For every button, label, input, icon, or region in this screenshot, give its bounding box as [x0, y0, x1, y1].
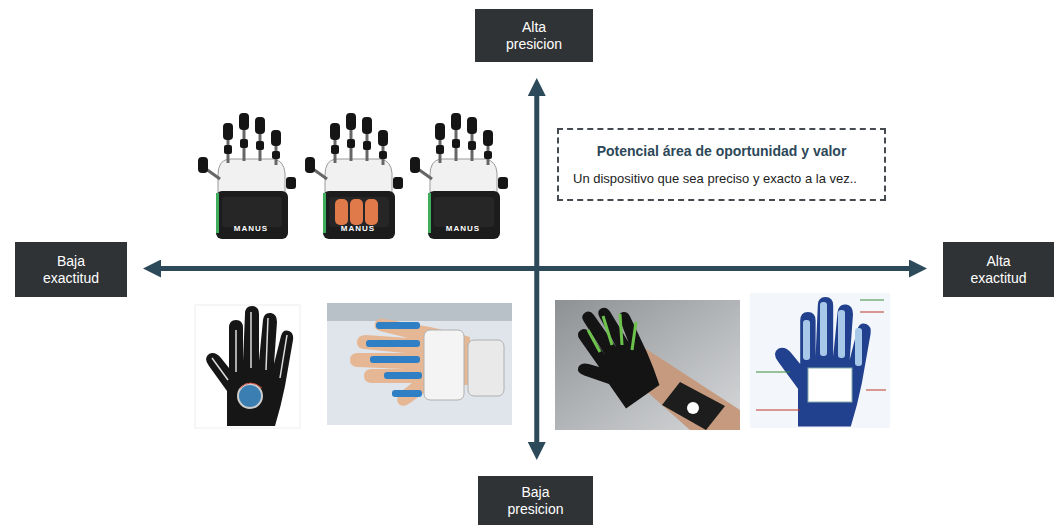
- flex-sensor-hand-diagram-part: [866, 390, 886, 391]
- sensor-glove-photo-part: [266, 318, 268, 370]
- exoskeleton-glove-part-part: [335, 199, 348, 225]
- exoskeleton-hand-photo-part: [327, 303, 512, 425]
- flex-sensor-hand-diagram-part: [860, 312, 884, 313]
- axis-label: Baja presicion: [494, 484, 578, 518]
- brand-label: MANUS: [435, 224, 491, 234]
- arm-glove-photo-part: [632, 322, 636, 350]
- sensor-glove-photo-part: [240, 383, 262, 388]
- exoskeleton-hand-photo-part: [424, 330, 464, 400]
- exoskeleton-hand-photo: [327, 303, 512, 425]
- exoskeleton-hand-photo-part: [350, 319, 470, 406]
- axis-label-box: Baja exactitud: [15, 242, 127, 297]
- callout-body: Un dispositivo que sea preciso y exacto …: [573, 170, 870, 187]
- sensor-glove-photo-part: [238, 384, 262, 408]
- brand-label: MANUS: [330, 224, 386, 234]
- exoskeleton-hand-photo-part: [392, 390, 422, 397]
- exoskeleton-glove-part: [198, 113, 296, 239]
- exoskeleton-hand-photo-part: [376, 322, 420, 329]
- exoskeleton-glove-part: [335, 199, 378, 225]
- exoskeleton-glove-part-part: [365, 199, 378, 225]
- axis-label: Baja exactitud: [29, 253, 113, 287]
- arm-glove-photo-part: [588, 330, 600, 352]
- axis-label: Alta presicion: [492, 19, 576, 53]
- flex-sensor-hand-diagram-part: [838, 310, 845, 358]
- flex-sensor-hand-diagram-part: [750, 293, 890, 428]
- axis-label: Alta exactitud: [957, 253, 1041, 287]
- exoskeleton-glove-part-part: [350, 199, 363, 225]
- flex-sensor-hand-diagram-part: [775, 297, 871, 427]
- axis-arrow: [152, 266, 918, 271]
- exoskeleton-hand-photo-part: [370, 356, 420, 363]
- sensor-glove-photo-part: [212, 358, 228, 380]
- exoskeleton-glove-part: [305, 113, 403, 239]
- exoskeleton-hand-photo-part: [366, 340, 420, 347]
- exoskeleton-hand-photo-part: [327, 303, 512, 321]
- sensor-glove-photo-part: [195, 305, 300, 428]
- sensor-glove-photo: [195, 305, 300, 428]
- sensor-glove-photo-part: [206, 306, 293, 426]
- axis-label-box: Alta exactitud: [943, 242, 1054, 297]
- arm-glove-photo-part: [662, 382, 725, 430]
- opportunity-callout: Potencial área de oportunidad y valor Un …: [557, 128, 886, 201]
- arm-glove-photo-part: [620, 314, 622, 345]
- callout-heading: Potencial área de oportunidad y valor: [573, 142, 870, 160]
- exoskeleton-hand-photo-part: [468, 340, 504, 396]
- flex-sensor-hand-diagram-part: [803, 320, 810, 360]
- sensor-glove-photo-part: [250, 312, 252, 368]
- flex-sensor-hand-diagram-part: [808, 368, 852, 402]
- sensor-glove-photo-part: [235, 330, 237, 372]
- arm-glove-photo-part: [687, 402, 699, 414]
- flex-sensor-hand-diagram-part: [860, 300, 884, 301]
- brand-label: MANUS: [223, 224, 279, 234]
- sensor-glove-photo-part: [280, 335, 287, 378]
- flex-sensor-hand-diagram-part: [756, 410, 800, 411]
- exoskeleton-glove: [198, 113, 508, 239]
- arm-glove-photo-part: [553, 293, 672, 419]
- axis-label-box: Alta presicion: [475, 9, 593, 62]
- arm-glove-photo-part: [603, 316, 612, 345]
- exoskeleton-hand-photo-part: [384, 372, 422, 379]
- flex-sensor-hand-diagram: [750, 293, 890, 428]
- exoskeleton-glove-part: [410, 113, 508, 239]
- flex-sensor-hand-diagram-part: [855, 328, 862, 366]
- flex-sensor-hand-diagram-part: [756, 372, 790, 373]
- axis-label-box: Baja presicion: [478, 476, 593, 525]
- flex-sensor-hand-diagram-part: [820, 302, 827, 356]
- arm-glove-photo: [553, 293, 740, 430]
